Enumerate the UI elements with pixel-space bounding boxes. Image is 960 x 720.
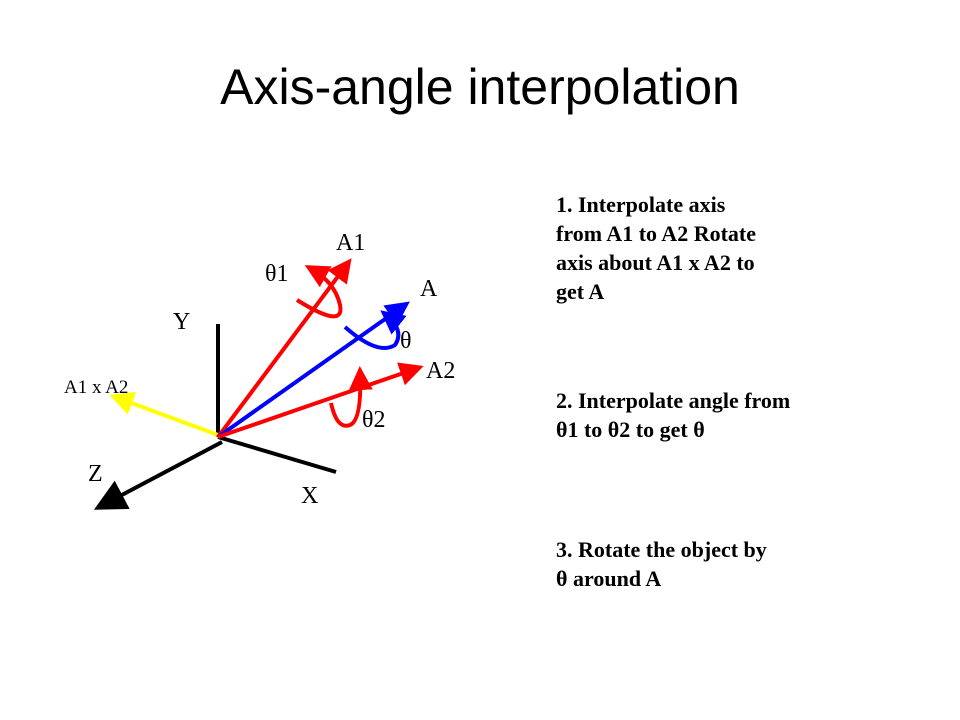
label-theta1: θ1	[265, 261, 289, 287]
label-cross-axis: A1 x A2	[64, 377, 128, 398]
z-axis-arrow	[93, 440, 223, 510]
step-1: 1. Interpolate axis from A1 to A2 Rotate…	[556, 192, 756, 304]
label-theta2: θ2	[362, 407, 386, 433]
slide-title: Axis-angle interpolation	[220, 59, 740, 115]
a2-axis-arrow	[217, 362, 424, 439]
label-x-axis: X	[301, 483, 318, 509]
a-axis-arrow	[216, 301, 410, 439]
cross-axis-arrow	[109, 391, 219, 437]
label-y-axis: Y	[173, 309, 190, 335]
theta1-rotation-arrow	[295, 265, 343, 319]
step-3: 3. Rotate the object by θ around A	[556, 537, 767, 591]
a1-axis-arrow	[216, 258, 352, 439]
theta-rotation-arrow	[343, 310, 407, 350]
label-a2: A2	[426, 358, 455, 384]
step-2: 2. Interpolate angle from θ1 to θ2 to ge…	[556, 388, 791, 442]
x-axis-line	[217, 435, 337, 474]
label-z-axis: Z	[88, 461, 103, 487]
label-a1: A1	[336, 230, 365, 256]
label-a: A	[420, 276, 438, 302]
label-theta: θ	[400, 328, 412, 354]
theta2-rotation-arrow	[329, 366, 373, 428]
